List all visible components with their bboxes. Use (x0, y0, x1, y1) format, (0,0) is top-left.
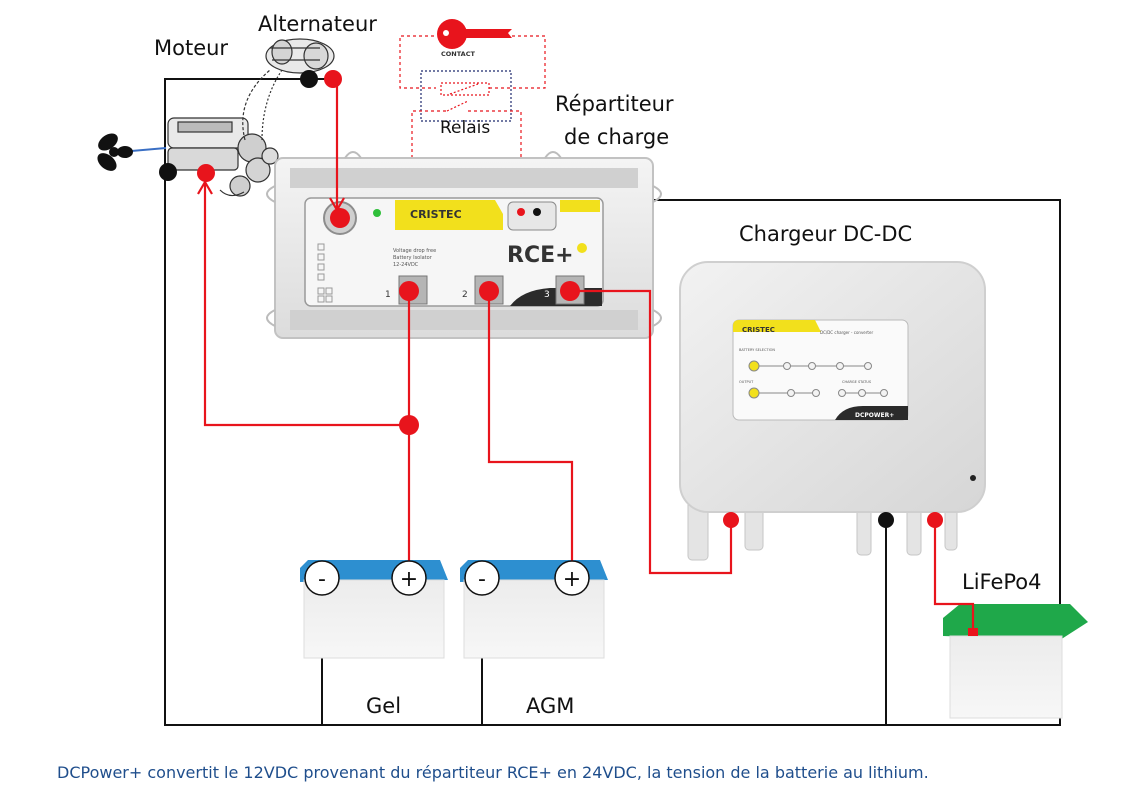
charger-negative-terminal (878, 512, 894, 528)
charger-brand: CRISTEC (742, 326, 775, 334)
dcdc-charger-label: Chargeur DC-DC (739, 222, 913, 246)
battery-terminals: - + - + (304, 560, 590, 596)
agm-battery-label: AGM (526, 694, 575, 718)
output-1-label: 1 (385, 290, 391, 300)
charger-output-terminal (927, 512, 943, 528)
output-2-label: 2 (462, 290, 468, 300)
splitter-input-terminal (330, 208, 350, 228)
alternator-negative-terminal (300, 70, 318, 88)
splitter-desc-1: Voltage drop free (393, 248, 436, 254)
charger-section-status: CHARGE STATUS (842, 380, 872, 384)
alternator-label: Alternateur (258, 12, 377, 36)
lithium-battery-label: LiFePo4 (962, 570, 1042, 594)
charge-splitter-device: CRISTEC RCE+ Voltage drop free Battery I… (266, 151, 662, 339)
splitter-desc-3: 12-24VDC (393, 262, 419, 268)
splitter-label-line1: Répartiteur (555, 92, 674, 116)
charger-title: DC/DC charger - converter (820, 330, 873, 335)
engine-negative-terminal (159, 163, 177, 181)
splitter-desc-2: Battery Isolator (393, 255, 433, 261)
splitter-output-3-terminal (560, 281, 580, 301)
propeller-icon (97, 133, 133, 171)
splitter-to-charger (570, 289, 733, 575)
charger-footer: DCPOWER+ (855, 412, 894, 419)
charger-input-terminal (723, 512, 739, 528)
relay-negative-terminal (533, 208, 541, 216)
dcdc-charger-device: CRISTEC DC/DC charger - converter BATTER… (679, 261, 986, 561)
engine-icon (167, 69, 283, 197)
relay-coil (440, 82, 490, 96)
output-3-label: 3 (544, 290, 550, 300)
relay-label: Relais (440, 118, 491, 138)
figure-caption: DCPower+ convertit le 12VDC provenant du… (57, 763, 929, 782)
splitter-output-2-terminal (479, 281, 499, 301)
splitter-leds (317, 243, 333, 303)
agm-plus-terminal: + (563, 567, 581, 592)
engine-label: Moteur (154, 36, 229, 60)
charger-section-output: OUTPUT (739, 380, 754, 384)
engine-to-gel-branch (203, 178, 409, 427)
key-circuit-dashed (399, 35, 436, 89)
battery-lithium (943, 604, 1088, 719)
splitter-to-agm (487, 291, 574, 578)
relay-positive-terminal (517, 208, 525, 216)
engine-positive-terminal (197, 164, 215, 182)
alternator-positive-terminal (324, 70, 342, 88)
terminal-dots (159, 70, 943, 528)
gel-minus-terminal: - (318, 567, 326, 592)
splitter-output-1-terminal (399, 281, 419, 301)
charger-indicators (748, 360, 888, 399)
relay-box (420, 70, 512, 122)
splitter-brand: CRISTEC (410, 208, 462, 221)
charger-section-battery: BATTERY SELECTION (739, 348, 775, 352)
ignition-key-icon: CONTACT (437, 19, 512, 58)
gel-plus-terminal: + (400, 567, 418, 592)
splitter-model: RCE+ (507, 243, 574, 268)
gel-battery-label: Gel (366, 694, 402, 718)
key-label: CONTACT (441, 50, 475, 58)
splitter-label-line2: de charge (564, 125, 670, 149)
charger-to-lithium (933, 520, 975, 630)
agm-minus-terminal: - (478, 567, 486, 592)
junction-dot (399, 415, 419, 435)
alternator-icon (265, 38, 335, 74)
